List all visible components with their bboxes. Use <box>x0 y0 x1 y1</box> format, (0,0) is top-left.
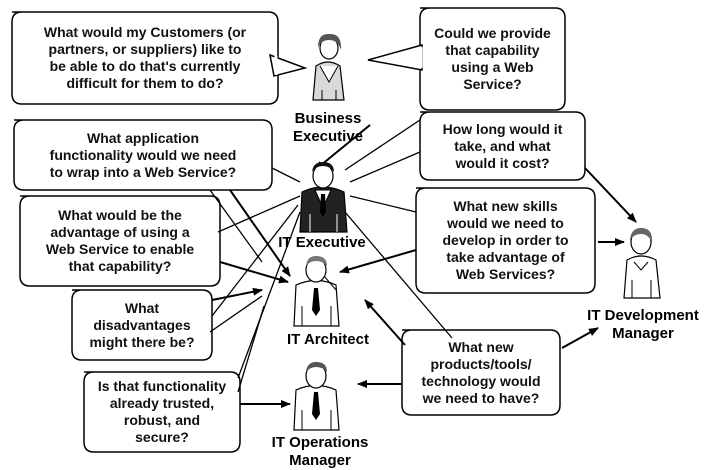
it-development-manager-figure <box>623 228 661 299</box>
connector-lines <box>209 119 453 393</box>
question-products: What new products/tools/ technology woul… <box>421 338 541 406</box>
question-disadvantages: What disadvantages might there be? <box>89 299 195 350</box>
bubble-capability <box>367 7 566 111</box>
bubble-products <box>401 329 561 416</box>
it-architect-figure <box>293 256 340 327</box>
question-advantage: What would be the advantage of using a W… <box>45 207 195 274</box>
business-executive-figure <box>312 33 345 101</box>
bubble-skills <box>415 187 596 294</box>
arrow-functionality-to-architect <box>229 189 291 277</box>
question-capability: Could we provide that capability using a… <box>434 25 551 92</box>
arrow-products-to-architect <box>364 299 406 346</box>
label-it-operations-manager: IT Operations Manager <box>271 434 369 469</box>
it-operations-manager-figure <box>293 362 340 431</box>
question-functionality: What application functionality would we … <box>49 129 237 180</box>
bubble-advantage <box>19 195 221 287</box>
question-trusted: Is that functionality already trusted, r… <box>97 378 227 445</box>
arrow-cost-to-dev-manager <box>584 167 637 223</box>
label-business-executive: Business Executive <box>292 110 364 145</box>
arrows <box>211 124 637 408</box>
arrow-skills-to-architect <box>339 249 417 274</box>
bubble-customers <box>11 11 308 105</box>
label-it-architect: IT Architect <box>287 331 369 348</box>
question-cost: How long would it take, and what would i… <box>442 120 563 171</box>
label-it-development-manager: IT Development Manager <box>587 307 699 342</box>
label-it-executive: IT Executive <box>278 234 366 251</box>
bubble-disadvantages <box>71 289 213 361</box>
it-executive-figure <box>299 162 348 233</box>
question-customers: What would my Customers (or partners, or… <box>43 24 247 91</box>
arrow-disadvantages-to-architect <box>211 287 263 301</box>
question-skills: What new skills would we need to develop… <box>442 198 569 282</box>
arrow-advantage-to-architect <box>219 261 289 284</box>
arrow-products-to-dev-manager <box>561 327 599 349</box>
bubble-cost <box>419 111 586 181</box>
bubble-functionality <box>13 119 273 191</box>
